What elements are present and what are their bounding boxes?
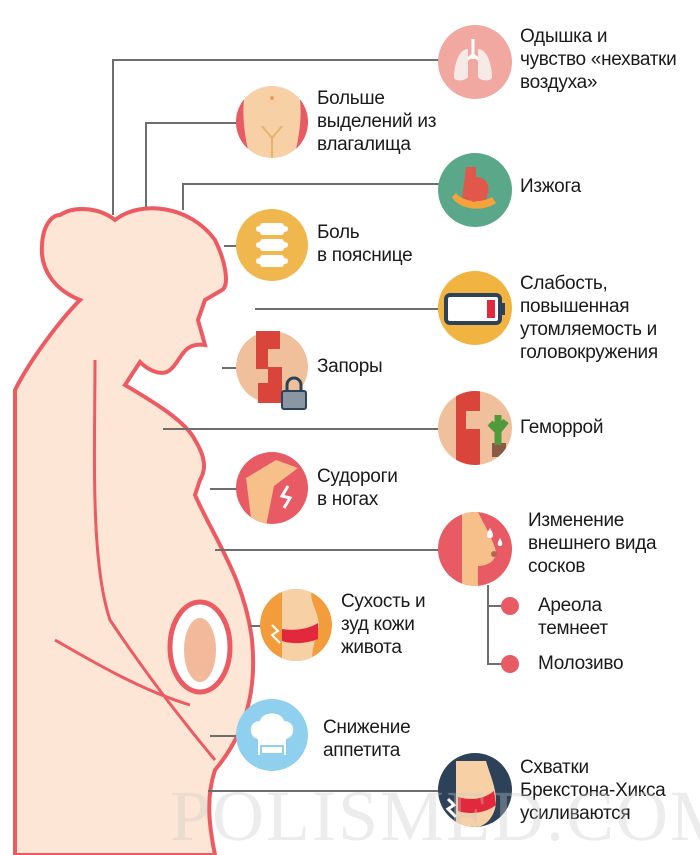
connector-line bbox=[215, 549, 440, 551]
symptom-label-discharge: Больше выделений из влагалища bbox=[317, 88, 437, 155]
low-battery-icon bbox=[438, 271, 512, 345]
connector-line bbox=[487, 605, 503, 607]
symptom-label-nipples: Изменение внешнего вида сосков bbox=[528, 510, 657, 577]
connector-line bbox=[210, 488, 238, 490]
chef-hat-icon bbox=[236, 699, 308, 771]
watermark: POLISMED.COM bbox=[170, 776, 700, 855]
connector-line bbox=[163, 428, 440, 430]
symptom-label-leg-cramps: Судороги в ногах bbox=[317, 466, 398, 510]
intestine-lock-icon bbox=[236, 331, 308, 410]
subitem-areola: Ареола темнеет bbox=[538, 595, 608, 639]
connector-line bbox=[182, 183, 440, 185]
symptom-label-weakness: Слабость, повышенная утомляемость и голо… bbox=[520, 273, 658, 363]
bullet-dot bbox=[501, 655, 519, 673]
subitem-colostrum: Молозиво bbox=[538, 653, 624, 674]
belly-lightning-icon bbox=[438, 753, 512, 827]
connector-line bbox=[208, 790, 440, 792]
connector-line bbox=[487, 585, 489, 665]
symptom-label-back-pain: Боль в пояснице bbox=[317, 222, 413, 266]
connector-line bbox=[182, 183, 184, 210]
connector-line bbox=[487, 663, 503, 665]
breast-icon bbox=[438, 512, 512, 586]
connector-line bbox=[145, 122, 147, 207]
symptom-label-appetite: Снижение аппетита bbox=[323, 717, 411, 761]
pelvis-icon bbox=[236, 86, 308, 158]
symptom-label-braxton-hicks: Схватки Брекстона-Хикса усиливаются bbox=[520, 757, 666, 824]
bullet-dot bbox=[501, 597, 519, 615]
connector-line bbox=[250, 625, 262, 627]
stomach-icon bbox=[438, 153, 512, 227]
fetus bbox=[184, 618, 216, 682]
symptom-label-constipation: Запоры bbox=[317, 356, 383, 377]
belly-itch-icon bbox=[260, 589, 332, 661]
connector-line bbox=[210, 735, 238, 737]
connector-line bbox=[255, 308, 440, 310]
connector-line bbox=[112, 59, 440, 61]
lungs-icon bbox=[438, 25, 512, 99]
leg-icon bbox=[236, 452, 308, 524]
intestine-cactus-icon bbox=[438, 391, 512, 465]
symptom-label-hemorrhoids: Геморрой bbox=[520, 417, 604, 438]
symptom-label-heartburn: Изжога bbox=[520, 176, 581, 197]
connector-line bbox=[145, 122, 236, 124]
symptom-label-shortness-of-breath: Одышка и чувство «нехватки воздуха» bbox=[520, 26, 677, 93]
symptom-label-skin-dryness: Сухость и зуд кожи живота bbox=[341, 591, 426, 658]
connector-line bbox=[224, 245, 238, 247]
spine-icon bbox=[236, 209, 308, 281]
connector-line bbox=[112, 59, 114, 215]
connector-line bbox=[222, 367, 238, 369]
